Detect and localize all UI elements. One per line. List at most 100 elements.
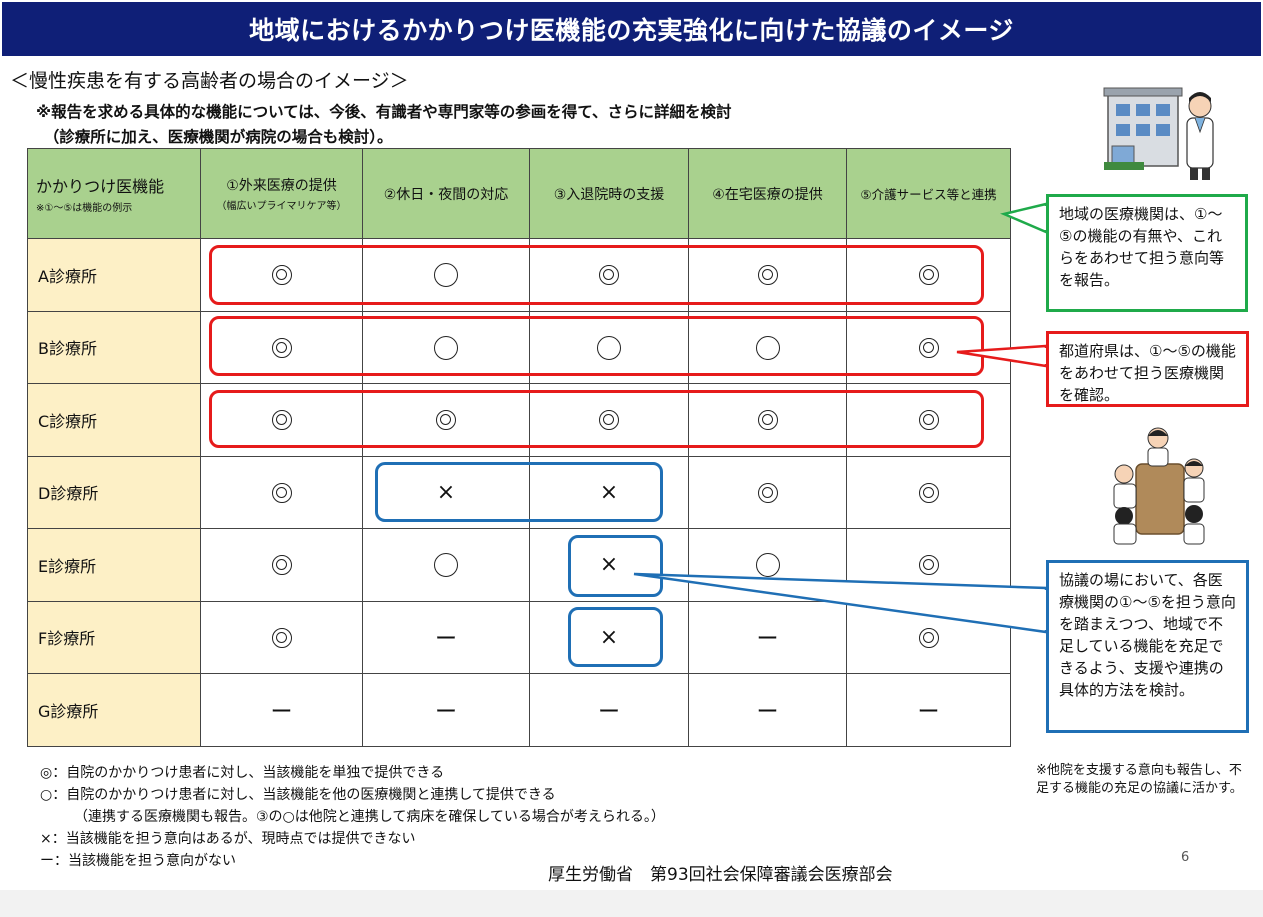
callout-discussion: 協議の場において、各医療機関の①～⑤を担う意向を踏まえつつ、地域で不足している機… xyxy=(1046,560,1249,733)
table-cell: 〇 xyxy=(688,528,847,602)
column-header-care-service: ⑤介護サービス等と連携 xyxy=(846,148,1011,239)
double-circle-symbol: ◎ xyxy=(918,627,939,648)
double-circle-symbol: ◎ xyxy=(271,337,292,358)
dash-symbol: ー xyxy=(434,699,457,725)
double-circle-symbol: ◎ xyxy=(599,265,619,286)
table-cell: × xyxy=(529,600,689,674)
dash-symbol: ー xyxy=(270,699,293,725)
clinic-building-illustration xyxy=(1103,87,1214,180)
table-row: C診療所◎◎◎◎◎ xyxy=(27,383,1011,457)
cross-symbol: × xyxy=(599,552,619,578)
row-label: C診療所 xyxy=(27,383,201,457)
cross-symbol: × xyxy=(599,479,619,505)
circle-symbol: 〇 xyxy=(755,335,780,360)
circle-symbol: 〇 xyxy=(434,263,458,288)
row-label: E診療所 xyxy=(27,528,201,602)
column-label: ③入退院時の支援 xyxy=(553,186,665,203)
double-circle-symbol: ◎ xyxy=(918,265,939,286)
table-cell: × xyxy=(529,528,689,602)
cross-symbol: × xyxy=(599,624,619,650)
page-number: 6 xyxy=(1181,850,1190,865)
table-cell: 〇 xyxy=(362,310,530,384)
row-label: D診療所 xyxy=(27,455,201,529)
dash-symbol: ー xyxy=(756,627,779,653)
table-cell: ◎ xyxy=(846,455,1011,529)
table-cell: ー xyxy=(529,673,689,747)
slide: 地域におけるかかりつけ医機能の充実強化に向けた協議のイメージ ＜慢性疾患を有する… xyxy=(0,0,1263,890)
table-cell: ◎ xyxy=(846,528,1011,602)
table-cell: ◎ xyxy=(688,238,847,312)
double-circle-symbol: ◎ xyxy=(757,410,778,431)
double-circle-symbol: ◎ xyxy=(436,410,456,431)
table-cell: ー xyxy=(846,673,1011,747)
double-circle-symbol: ◎ xyxy=(757,265,778,286)
table-cell: ◎ xyxy=(200,455,363,529)
table-cell: 〇 xyxy=(529,310,689,384)
dash-symbol: ー xyxy=(917,699,940,725)
dash-symbol: ー xyxy=(597,699,620,725)
table-cell: ー xyxy=(362,600,530,674)
table-cell: ◎ xyxy=(846,600,1011,674)
legend-item: ○：自院のかかりつけ患者に対し、当該機能を他の医療機関と連携して提供できる xyxy=(40,787,556,803)
circle-symbol: 〇 xyxy=(434,553,458,578)
scope-note-line: （診療所に加え、医療機関が病院の場合も検討）。 xyxy=(36,128,393,146)
double-circle-symbol: ◎ xyxy=(271,555,292,576)
column-header-admission-discharge: ③入退院時の支援 xyxy=(529,148,689,239)
table-cell: ◎ xyxy=(200,600,363,674)
scope-note: ※報告を求める具体的な機能については、今後、有識者や専門家等の参画を得て、さらに… xyxy=(36,100,732,150)
table-cell: ー xyxy=(688,673,847,747)
table-cell: ◎ xyxy=(688,383,847,457)
row-label: A診療所 xyxy=(27,238,201,312)
table-cell: ◎ xyxy=(200,238,363,312)
double-circle-symbol: ◎ xyxy=(918,555,939,576)
table-row: A診療所 ◎ 〇 ◎ ◎ ◎ xyxy=(27,238,1011,312)
row-label: G診療所 xyxy=(27,673,201,747)
meeting-illustration xyxy=(1113,427,1205,545)
table-cell: ー xyxy=(362,673,530,747)
column-label: ①外来医療の提供 xyxy=(226,178,337,194)
table-cell: × xyxy=(529,455,689,529)
double-circle-symbol: ◎ xyxy=(918,482,939,503)
table-cell: ー xyxy=(688,600,847,674)
table-cell: ◎ xyxy=(846,238,1011,312)
legend-item: ー：当該機能を担う意向がない xyxy=(40,853,236,869)
function-table: かかりつけ医機能 ※①～⑤は機能の例示 ①外来医療の提供 （幅広いプライマリケア等… xyxy=(27,148,1011,747)
table-cell: ◎ xyxy=(362,383,530,457)
table-cell: ◎ xyxy=(200,528,363,602)
table-row: B診療所 ◎ 〇 〇 〇 ◎ xyxy=(27,310,1011,384)
side-note: ※他院を支援する意向も報告し、不足する機能の充足の協議に活かす。 xyxy=(1036,763,1243,796)
row-label: B診療所 xyxy=(27,310,201,384)
table-corner-header: かかりつけ医機能 ※①～⑤は機能の例示 xyxy=(27,148,201,239)
table-cell: × xyxy=(362,455,530,529)
table-cell: ー xyxy=(200,673,363,747)
column-label: ④在宅医療の提供 xyxy=(712,186,823,203)
column-header-holiday-night: ②休日・夜間の対応 xyxy=(362,148,530,239)
column-header-home-care: ④在宅医療の提供 xyxy=(688,148,847,239)
double-circle-symbol: ◎ xyxy=(271,627,292,648)
column-sublabel: （幅広いプライマリケア等） xyxy=(216,201,347,212)
circle-symbol: 〇 xyxy=(434,335,458,360)
double-circle-symbol: ◎ xyxy=(918,337,939,358)
table-row: F診療所◎ー×ー◎ xyxy=(27,600,1011,674)
table-row: G診療所 ー ー ー ー ー xyxy=(27,673,1011,747)
double-circle-symbol: ◎ xyxy=(271,265,292,286)
dash-symbol: ー xyxy=(756,699,779,725)
table-cell: ◎ xyxy=(200,310,363,384)
table-cell: ◎ xyxy=(846,310,1011,384)
slide-subtitle: ＜慢性疾患を有する高齢者の場合のイメージ＞ xyxy=(10,70,409,92)
legend-item: ×：当該機能を担う意向はあるが、現時点では提供できない xyxy=(40,831,416,847)
callout-confirm: 都道府県は、①～⑤の機能をあわせて担う医療機関を確認。 xyxy=(1046,331,1249,407)
double-circle-symbol: ◎ xyxy=(599,410,619,431)
table-cell: ◎ xyxy=(529,238,689,312)
table-header-row: かかりつけ医機能 ※①～⑤は機能の例示 ①外来医療の提供 （幅広いプライマリケア等… xyxy=(27,148,1011,239)
column-label: ②休日・夜間の対応 xyxy=(383,186,509,203)
table-cell: 〇 xyxy=(362,528,530,602)
column-label: ⑤介護サービス等と連携 xyxy=(860,187,997,202)
double-circle-symbol: ◎ xyxy=(271,410,292,431)
column-header-outpatient: ①外来医療の提供 （幅広いプライマリケア等） xyxy=(200,148,363,239)
table-cell: ◎ xyxy=(200,383,363,457)
slide-title: 地域におけるかかりつけ医機能の充実強化に向けた協議のイメージ xyxy=(2,2,1261,56)
source-credit: 厚生労働省 第93回社会保障審議会医療部会 xyxy=(548,865,893,885)
table-row: E診療所 ◎ 〇 × 〇 ◎ xyxy=(27,528,1011,602)
symbol-legend: ◎：自院のかかりつけ患者に対し、当該機能を単独で提供できる ○：自院のかかりつけ… xyxy=(40,762,665,872)
